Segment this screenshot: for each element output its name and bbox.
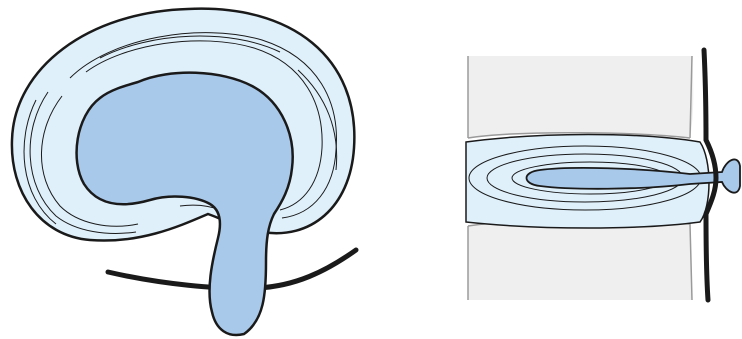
nucleus-tract [525,158,741,194]
nucleus-pulposus [75,71,294,337]
axial-view [10,7,359,337]
lower-vertebral-body [468,219,692,300]
upper-vertebra-edge-right [689,55,693,139]
upper-endplate [467,131,691,139]
lower-vertebra-edge-right [689,223,693,301]
sagittal-view [465,47,741,303]
annulus-lamellae [23,32,338,234]
upper-vertebral-body [468,56,694,138]
posterior-ligament [701,47,719,303]
